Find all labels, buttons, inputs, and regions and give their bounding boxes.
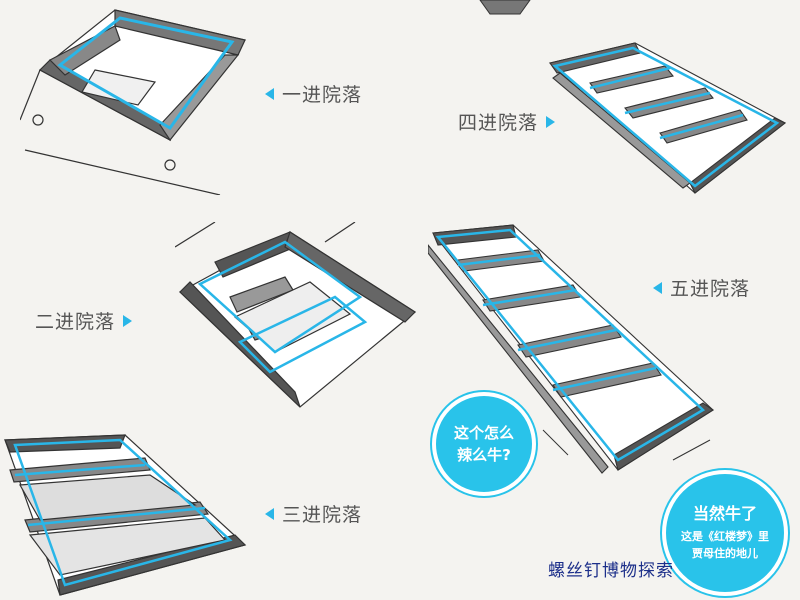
label-two-courtyards: 二进院落 xyxy=(35,307,133,334)
arrow-right-icon xyxy=(123,314,133,327)
label-four-courtyards: 四进院落 xyxy=(458,108,556,135)
sketch-one-courtyard xyxy=(20,9,247,195)
arrow-right-icon xyxy=(546,115,556,128)
sketch-three-courtyards xyxy=(4,434,247,596)
sketch-five-courtyards xyxy=(428,224,714,474)
watermark: 螺丝钉博物探索 xyxy=(548,561,674,581)
arrow-left-icon xyxy=(265,87,274,100)
label-one-courtyard: 一进院落 xyxy=(265,80,362,107)
label-three-courtyards: 三进院落 xyxy=(265,500,362,527)
bubble-answer-line1: 这是《红楼梦》里 xyxy=(681,529,769,543)
arrow-left-icon xyxy=(653,281,662,294)
speech-bubble-answer: 当然牛了 这是《红楼梦》里 贾母住的地儿 xyxy=(662,470,788,596)
speech-bubble-question: 这个怎么 辣么牛? xyxy=(432,392,536,496)
bubble-question-line2: 辣么牛? xyxy=(457,446,511,464)
bubble-answer-title: 当然牛了 xyxy=(692,503,757,523)
sketch-two-courtyards xyxy=(175,222,417,408)
sketch-four-courtyards xyxy=(548,42,787,194)
arrow-left-icon xyxy=(265,507,274,520)
bubble-answer-line2: 贾母住的地儿 xyxy=(692,546,758,560)
bubble-question-line1: 这个怎么 xyxy=(453,424,514,442)
label-five-courtyards: 五进院落 xyxy=(653,274,750,301)
sketch-top-fragment xyxy=(479,0,531,15)
